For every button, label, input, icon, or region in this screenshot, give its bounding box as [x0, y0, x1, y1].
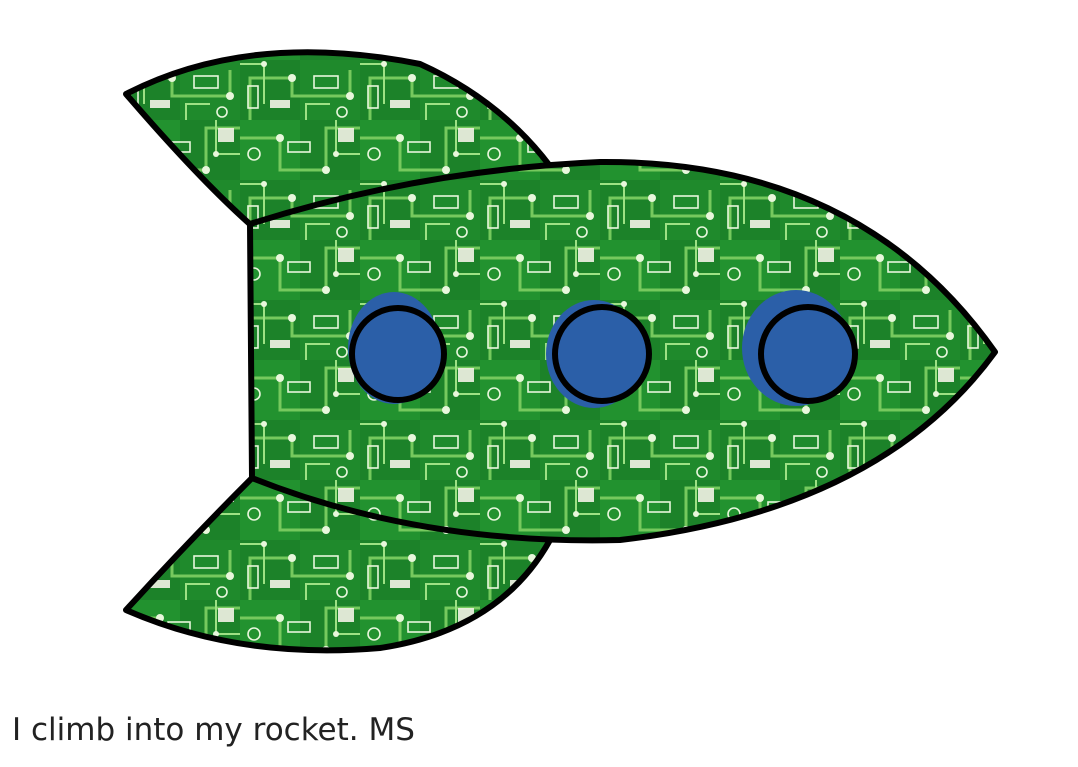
rocket-illustration	[123, 49, 998, 654]
porthole-icon	[742, 290, 858, 406]
caption-text: I climb into my rocket. MS	[12, 712, 415, 748]
porthole-icon	[546, 300, 652, 408]
porthole-icon	[348, 292, 447, 404]
